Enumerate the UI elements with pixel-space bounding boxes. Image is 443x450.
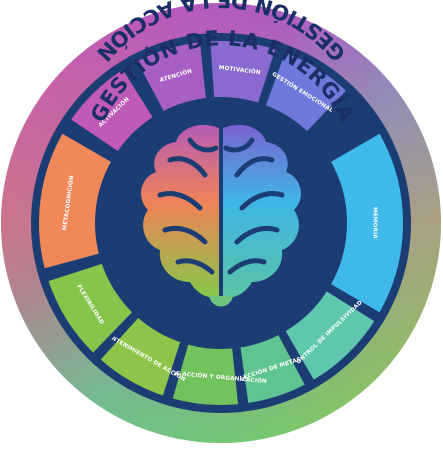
brain-stem <box>209 296 233 307</box>
brain-right-hemisphere <box>223 124 301 298</box>
segment-motivacion <box>206 37 280 108</box>
segment-activacion <box>66 64 158 156</box>
segment-inicio-organizacion <box>168 340 243 409</box>
segment-control-impulsividad <box>281 286 380 385</box>
segment-metacognicion <box>35 129 116 273</box>
inner-disc <box>101 103 341 343</box>
segment-memoria <box>326 129 407 317</box>
segment-label-memoria: MEMORIA <box>372 207 378 239</box>
segment-atencion <box>132 38 211 116</box>
brain-icon <box>141 124 301 307</box>
segment-mantenimiento-accion <box>95 313 185 400</box>
brain-left-hemisphere <box>141 124 219 298</box>
segment-gestion-emocional <box>261 48 351 136</box>
segment-eleccion-metas <box>236 330 310 408</box>
segment-flexibilidad <box>44 259 137 358</box>
